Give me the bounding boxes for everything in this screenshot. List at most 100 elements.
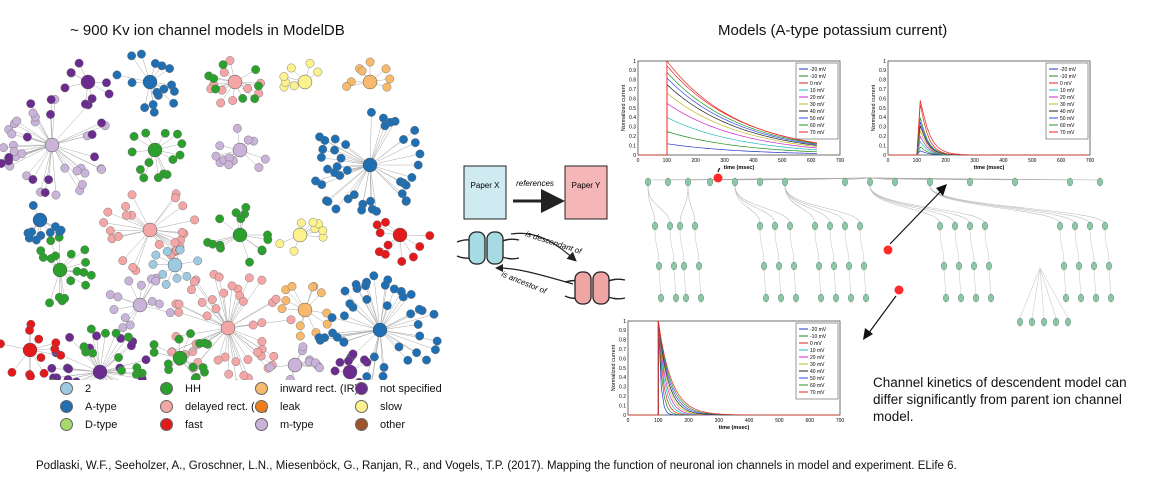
plot-ytick: 0.7 — [619, 347, 626, 353]
legend-swatch — [255, 382, 268, 395]
plot-legend-label: 20 mV — [810, 95, 825, 101]
plot-ytick: 0.7 — [879, 87, 886, 93]
plot-legend-label: -10 mV — [810, 334, 827, 340]
tree-node — [776, 261, 782, 271]
plot-xtick: 500 — [778, 158, 787, 164]
highlight-node — [883, 245, 893, 255]
cluster — [149, 329, 213, 380]
paper-y-box — [564, 165, 608, 220]
plot-legend-label: 10 mV — [810, 88, 825, 94]
ancestor-arrow — [498, 267, 574, 285]
plot-series-line — [638, 102, 817, 156]
tree-node — [1072, 221, 1078, 231]
tree-node — [1057, 221, 1063, 231]
tree-node — [973, 293, 979, 303]
plot-top-right: Normalized current00.10.20.30.40.50.60.7… — [871, 59, 1094, 171]
plot-legend-label: 40 mV — [810, 109, 825, 115]
cluster — [0, 319, 66, 380]
plot-ytick: 0.2 — [879, 134, 886, 140]
plot-xtick: 100 — [654, 418, 663, 424]
legend-swatch — [160, 382, 173, 395]
references-label: references — [516, 179, 554, 188]
plot-ytick: 0.6 — [619, 356, 626, 362]
cluster — [330, 349, 372, 380]
ion-channel-network — [0, 49, 442, 380]
legend-item: slow — [355, 400, 402, 413]
plot-xtick: 200 — [942, 158, 951, 164]
plot-legend-label: 40 mV — [810, 369, 825, 375]
plot-ytick: 0.2 — [619, 394, 626, 400]
cluster — [275, 217, 328, 256]
legend-swatch — [355, 418, 368, 431]
tree-node — [982, 221, 988, 231]
legend-item: A-type — [60, 400, 117, 413]
tree-node — [698, 293, 704, 303]
tree-node — [677, 221, 683, 231]
caption-line: model. — [873, 409, 914, 424]
tree-node — [787, 221, 793, 231]
plot-legend-label: -10 mV — [810, 74, 827, 80]
tree-node — [665, 177, 671, 187]
tree-node — [696, 261, 702, 271]
legend-label: D-type — [85, 418, 118, 431]
plot-legend-label: 20 mV — [810, 355, 825, 361]
legend-item: m-type — [255, 418, 314, 431]
legend-swatch — [160, 400, 173, 413]
plot-ytick: 0.9 — [619, 328, 626, 334]
plot-series-line — [638, 77, 817, 156]
legend-item: not specified — [355, 382, 442, 395]
tree-node — [782, 177, 788, 187]
tree-node — [667, 221, 673, 231]
plot-ylabel: Normalized current — [611, 344, 617, 391]
paper-x-box — [463, 165, 507, 220]
cluster — [314, 271, 442, 380]
plot-top-left: Normalized current00.10.20.30.40.50.60.7… — [621, 59, 844, 171]
cluster — [0, 94, 110, 200]
plot-ylabel: Normalized current — [621, 84, 627, 131]
descendant-channel-icon — [564, 271, 626, 305]
legend-item: delayed rect. (dr) — [160, 400, 268, 413]
tree-node — [943, 293, 949, 303]
cluster — [112, 49, 179, 117]
plot-ytick: 0.5 — [629, 106, 636, 112]
tree-node — [671, 261, 677, 271]
cluster — [211, 123, 270, 172]
legend-label: delayed rect. (dr) — [185, 400, 269, 413]
plot-series-line — [638, 143, 817, 156]
tree-node — [732, 177, 738, 187]
plot-legend-label: 20 mV — [1060, 95, 1075, 101]
tree-node — [867, 177, 873, 187]
tree-node — [956, 261, 962, 271]
plot-xtick: 400 — [749, 158, 758, 164]
legend-swatch — [60, 418, 73, 431]
plot-ytick: 0.7 — [629, 87, 636, 93]
tree-node — [652, 221, 658, 231]
plot-xtick: 300 — [715, 418, 724, 424]
tree-node — [833, 293, 839, 303]
plot-xtick: 100 — [663, 158, 672, 164]
plot-xtick: 700 — [836, 418, 845, 424]
plot-xtick: 0 — [887, 158, 890, 164]
plot-ytick: 1 — [623, 319, 626, 325]
plot-ytick: 0.4 — [619, 375, 626, 381]
paper-y-label: Paper Y — [572, 181, 601, 190]
plot-xtick: 600 — [806, 418, 815, 424]
legend-item: HH — [160, 382, 201, 395]
tree-node — [831, 261, 837, 271]
cluster — [203, 203, 273, 267]
tree-node — [937, 221, 943, 231]
legend-swatch — [255, 418, 268, 431]
tree-node — [941, 261, 947, 271]
plot-series-line — [638, 92, 817, 156]
cluster — [372, 217, 435, 266]
plot-series-line — [638, 131, 817, 156]
model-family-tree — [645, 168, 1114, 340]
plot-legend-label: 30 mV — [810, 102, 825, 108]
plot-xlabel: time (msec) — [974, 165, 1005, 171]
legend-label: leak — [280, 400, 301, 413]
tree-node — [793, 293, 799, 303]
descendant-arrow — [510, 232, 577, 262]
cluster — [167, 269, 296, 380]
plot-xtick: 400 — [745, 418, 754, 424]
plot-legend-label: 50 mV — [810, 376, 825, 382]
